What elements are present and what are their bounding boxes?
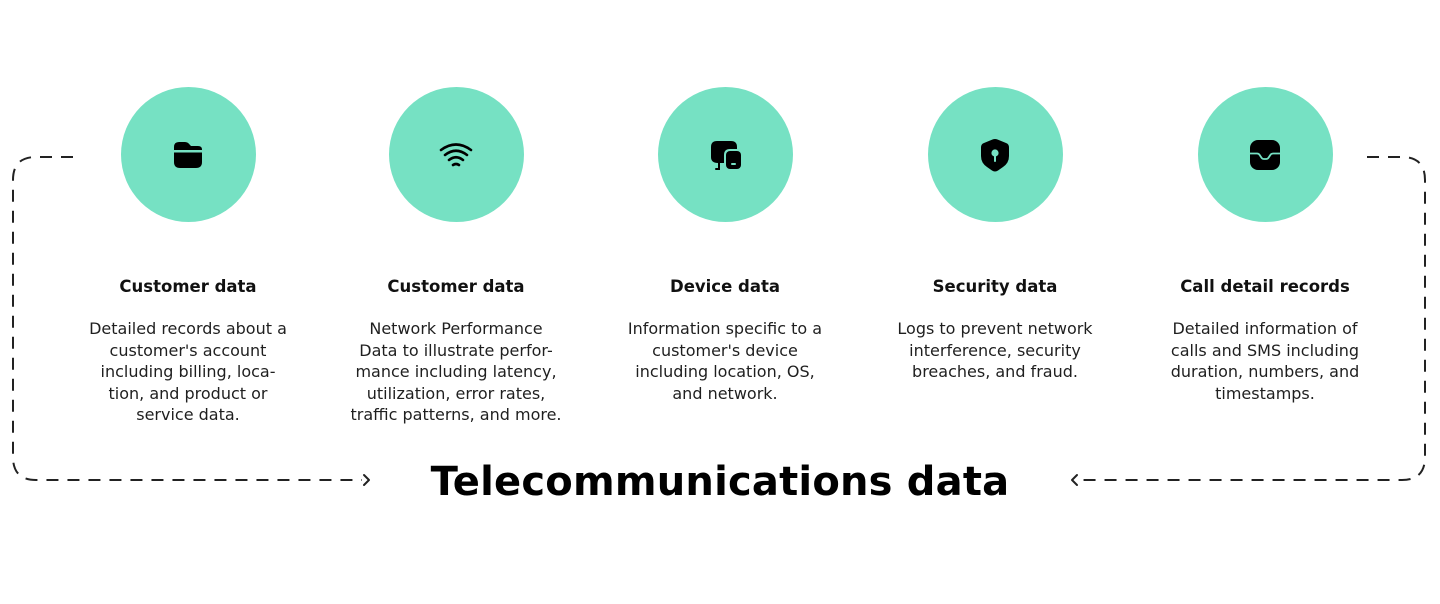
category-card-security-data: Security data Logs to prevent network in… [875,87,1115,383]
card-description: Detailed records about a customer's acco… [89,319,287,424]
card-title: Customer data [119,277,257,296]
icon-circle [388,87,524,222]
card-description: Logs to prevent network interference, se… [897,319,1093,381]
card-title: Security data [932,277,1058,296]
category-card-device-data: Device data Information specific to a cu… [605,87,845,404]
card-title: Call detail records [1180,277,1350,296]
category-card-call-detail-records: Call detail records Detailed information… [1145,87,1385,404]
devices-icon [703,133,747,177]
card-title: Device data [670,277,780,296]
category-card-customer-data: Customer data Detailed records about a c… [68,87,308,426]
diagram-title: Telecommunications data [430,459,1010,505]
wifi-icon [434,133,478,177]
card-description: Information specific to a customer's dev… [627,319,823,403]
category-card-network-performance: Customer data Network Performance Data t… [336,87,576,426]
shield-keyhole-icon [973,133,1017,177]
inbox-icon [1243,133,1287,177]
folder-icon [166,133,210,177]
icon-circle [120,87,256,222]
card-title: Customer data [387,277,525,296]
icon-circle [927,87,1063,222]
card-description: Network Performance Data to illustrate p… [350,319,562,424]
icon-circle [1197,87,1333,222]
icon-circle [657,87,793,222]
card-description: Detailed information of calls and SMS in… [1170,319,1360,403]
